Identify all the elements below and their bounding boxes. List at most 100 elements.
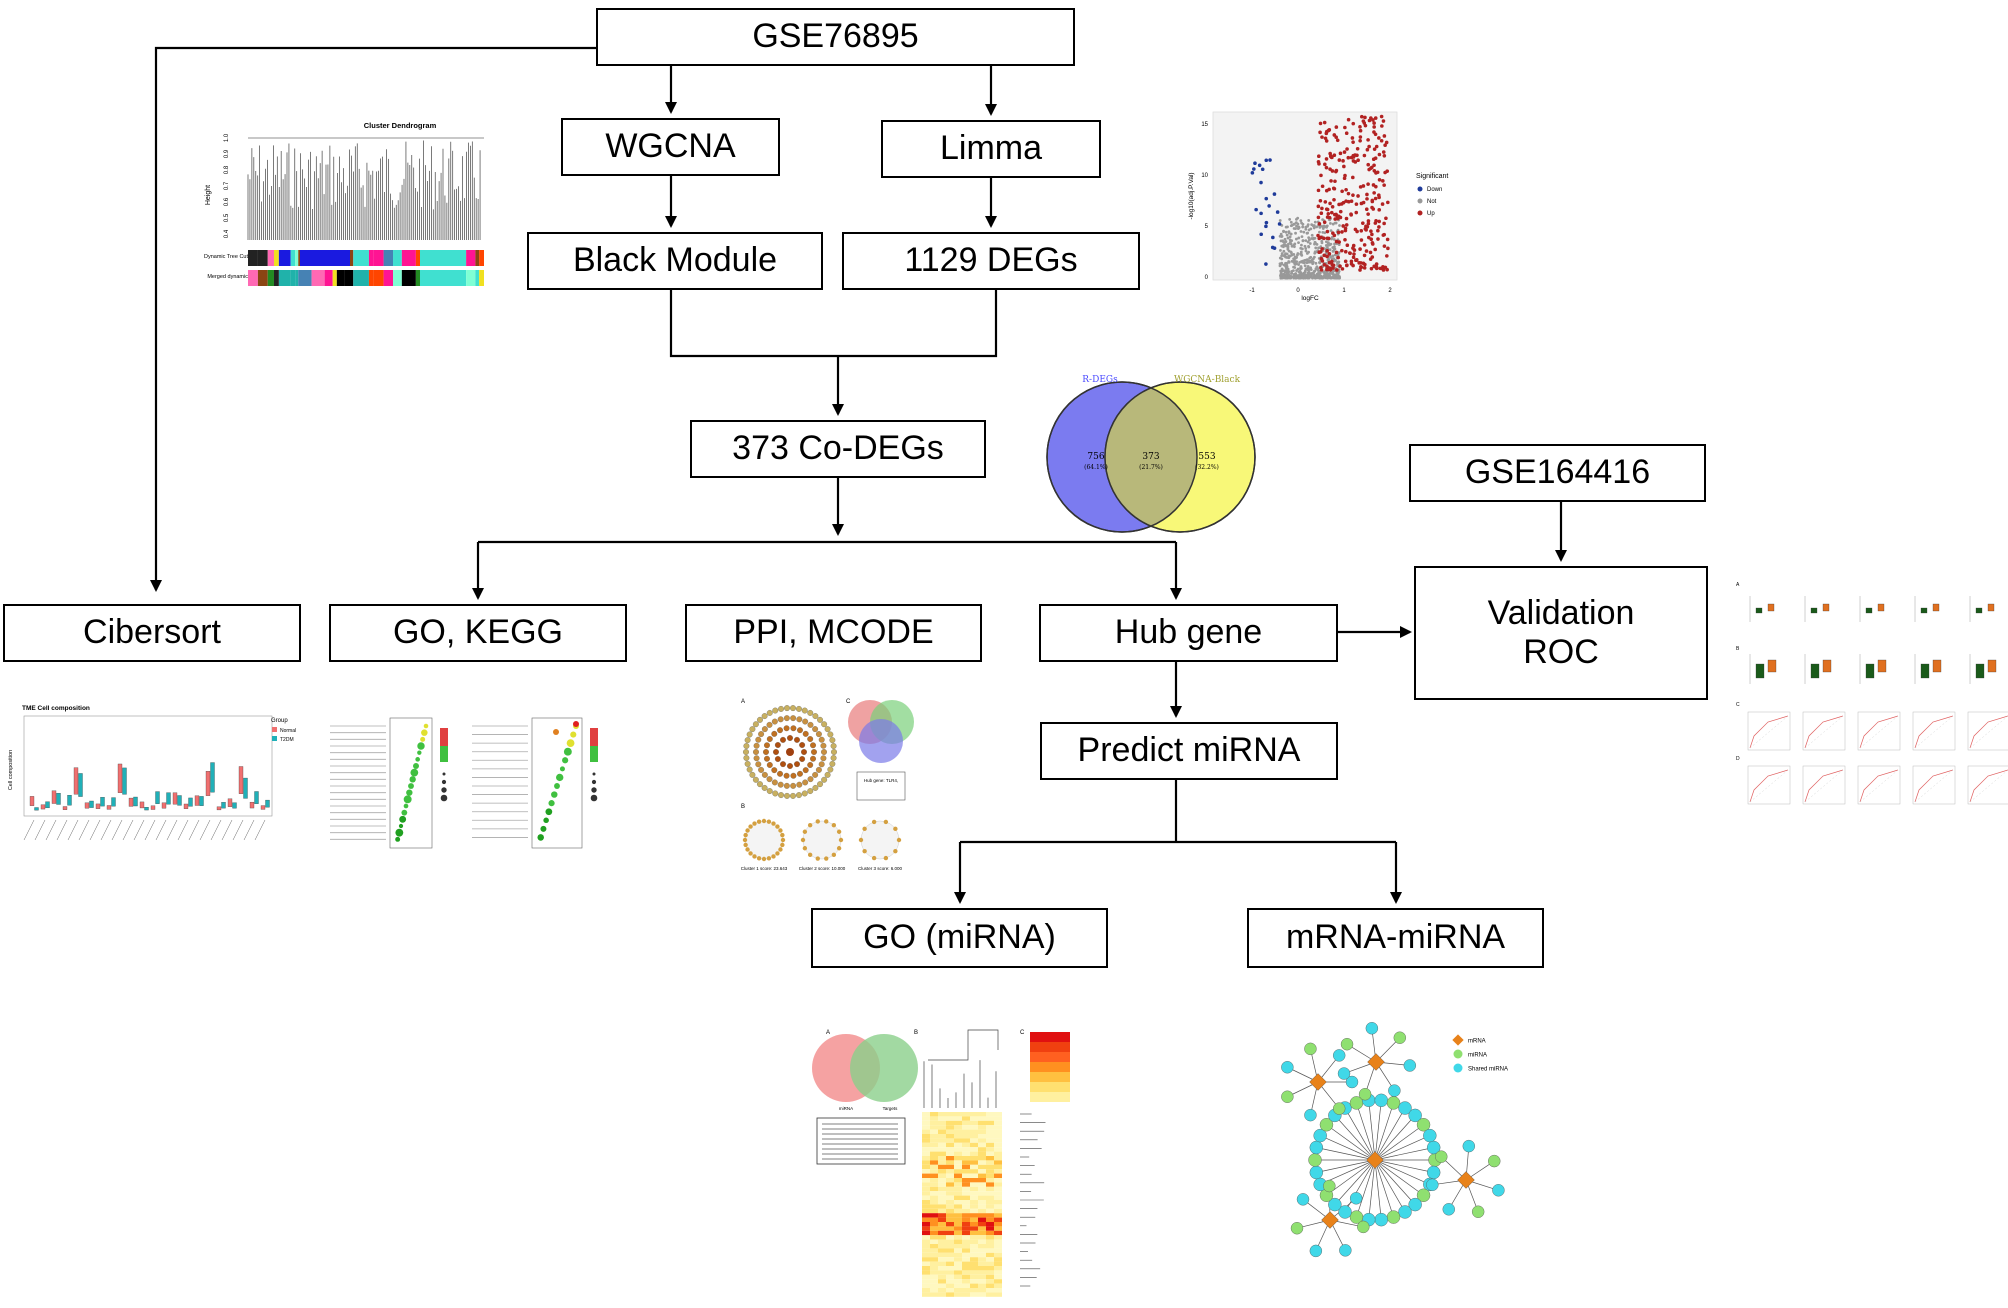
heatmap-cell — [922, 1116, 930, 1121]
volcano-point — [1307, 271, 1311, 275]
heatmap-cell — [954, 1274, 962, 1280]
heatmap-cell — [938, 1222, 946, 1227]
heatmap-cell — [978, 1292, 986, 1297]
heatmap-cell — [930, 1169, 938, 1174]
validation-roc-curve — [1749, 715, 1789, 749]
cibersort-box — [177, 795, 182, 806]
ppi-cluster-node — [831, 822, 837, 828]
heatmap-cell — [930, 1147, 938, 1152]
volcano-point — [1301, 239, 1305, 243]
ppi-cluster-node — [815, 856, 820, 861]
volcano-point — [1346, 155, 1351, 160]
ppi-network — [743, 705, 837, 799]
ppi-node — [763, 749, 769, 755]
volcano-point — [1351, 263, 1355, 268]
validation-label-d: D — [1736, 756, 1740, 762]
volcano-point — [1272, 246, 1277, 250]
heatmap-cell — [970, 1142, 978, 1148]
volcano-ytick: 10 — [1201, 173, 1208, 179]
cibersort-xlabel-stub — [188, 819, 200, 841]
volcano-point — [1264, 196, 1269, 201]
heatmap-cell — [946, 1226, 954, 1231]
heatmap-cell — [962, 1156, 970, 1161]
cibersort-box — [227, 798, 233, 807]
heatmap-cell — [970, 1239, 978, 1244]
heatmap-cell — [986, 1125, 994, 1130]
heatmap-cell — [986, 1257, 994, 1262]
heatmap-cell — [986, 1248, 994, 1253]
network-edge — [1374, 1159, 1424, 1196]
cibersort-xlabel-stub — [34, 819, 46, 841]
validation-roc-diagonal — [1969, 715, 2008, 749]
volcano-ytick: 0 — [1205, 275, 1209, 281]
volcano-point — [1331, 263, 1336, 268]
ppi-node — [777, 727, 783, 734]
dendrogram-color-block — [267, 270, 274, 286]
ppi-node — [810, 755, 816, 762]
dotplot-dot — [395, 836, 401, 842]
heatmap-cell — [978, 1266, 986, 1271]
heatmap-cell — [970, 1173, 978, 1178]
validation-box-t2dm — [1932, 603, 1940, 612]
network-edge — [1374, 1102, 1394, 1161]
ppi-node — [753, 742, 760, 749]
heatmap-cell — [970, 1134, 978, 1139]
volcano-point — [1284, 243, 1287, 247]
ppi-node — [827, 731, 834, 738]
ppi-node — [827, 766, 834, 773]
heatmap-cell — [970, 1274, 978, 1280]
heatmap-cell — [986, 1120, 994, 1126]
heatmap-cell — [922, 1134, 930, 1139]
heatmap-cell — [970, 1283, 978, 1288]
heatmap-cell — [994, 1222, 1002, 1227]
cibersort-box — [265, 799, 270, 808]
validation-roc-panel — [1912, 711, 1956, 751]
cibersort-xlabel-stub — [122, 819, 134, 841]
validation-label-b: B — [1736, 646, 1740, 652]
node-hub-gene-label: Hub gene — [1114, 613, 1263, 652]
cibersort-box — [199, 796, 204, 806]
ppi-clusters — [742, 818, 902, 862]
network-edge — [1326, 1159, 1376, 1196]
ppi-node — [807, 736, 814, 742]
heatmap-cell — [970, 1125, 978, 1130]
volcano-point — [1363, 115, 1367, 120]
heatmap-cell — [986, 1213, 994, 1218]
heatmap-cell — [970, 1129, 978, 1134]
cibersort-box — [260, 805, 266, 810]
cibersort-box — [73, 767, 79, 795]
ppi-node — [790, 725, 797, 732]
volcano-point — [1341, 159, 1345, 163]
heatmap-cell — [962, 1134, 970, 1139]
ppi-node — [761, 713, 768, 720]
heatmap-cell — [978, 1142, 986, 1148]
ppi-node — [807, 721, 814, 728]
volcano-point — [1374, 262, 1379, 266]
volcano-point — [1307, 228, 1311, 232]
validation-box-normal — [1920, 607, 1928, 614]
volcano-point — [1336, 272, 1340, 276]
ppi-cluster-node — [824, 856, 829, 861]
cibersort-box — [249, 801, 255, 809]
validation-label-c: C — [1736, 702, 1740, 708]
ppi-cluster-node — [871, 819, 877, 825]
heatmap-cell — [946, 1138, 954, 1143]
volcano-point — [1301, 247, 1304, 251]
volcano-point — [1332, 238, 1336, 241]
dendrogram-color-block — [298, 270, 312, 286]
heatmap-cell — [930, 1156, 938, 1161]
heatmap-cell — [954, 1222, 962, 1227]
network-edge — [1374, 1115, 1416, 1161]
heatmap-cell — [970, 1138, 978, 1143]
volcano-point — [1299, 230, 1303, 233]
cibersort-box — [194, 795, 200, 806]
heatmap-cell — [930, 1252, 938, 1258]
volcano-point — [1311, 276, 1314, 280]
ppi-cluster1-label: Cluster 1 score: 23.643 — [741, 866, 788, 871]
venn-right-value: 553 — [1198, 452, 1215, 462]
dotplot-colorbar — [440, 728, 448, 762]
merge-line — [669, 290, 998, 358]
volcano-point — [1343, 249, 1348, 254]
network-legend-label: miRNA — [1468, 1053, 1487, 1059]
